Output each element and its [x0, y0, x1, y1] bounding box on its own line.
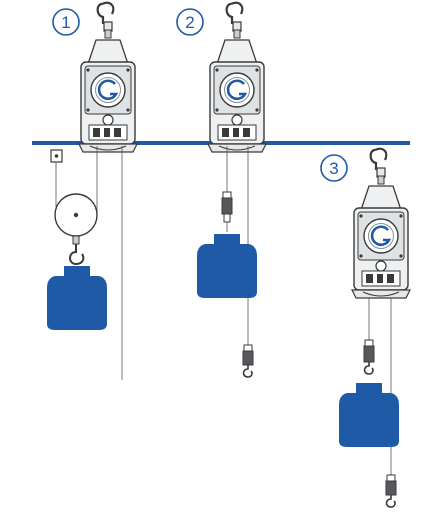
hoist-unit-icon	[206, 1, 268, 154]
hook-icon	[69, 235, 85, 266]
number-label-1: 1	[61, 13, 70, 32]
number-badge-1: 1	[52, 8, 80, 36]
cable-terminal-icon	[221, 191, 233, 223]
hoist-unit-icon	[350, 147, 412, 300]
configuration-2: 2	[176, 1, 268, 378]
cable-hook-icon	[385, 474, 397, 508]
number-label-2: 2	[185, 13, 194, 32]
weight-icon	[47, 266, 107, 330]
number-badge-2: 2	[176, 8, 204, 36]
configuration-1: 1	[47, 1, 139, 380]
number-label-3: 3	[329, 159, 338, 178]
hoist-unit-icon	[77, 1, 139, 154]
pulley-icon	[54, 193, 98, 237]
cable-hook-icon	[242, 344, 254, 378]
configuration-3: 3	[320, 147, 412, 508]
number-badge-3: 3	[320, 154, 348, 182]
weight-icon	[339, 383, 399, 447]
cable-terminal-icon	[363, 339, 375, 375]
